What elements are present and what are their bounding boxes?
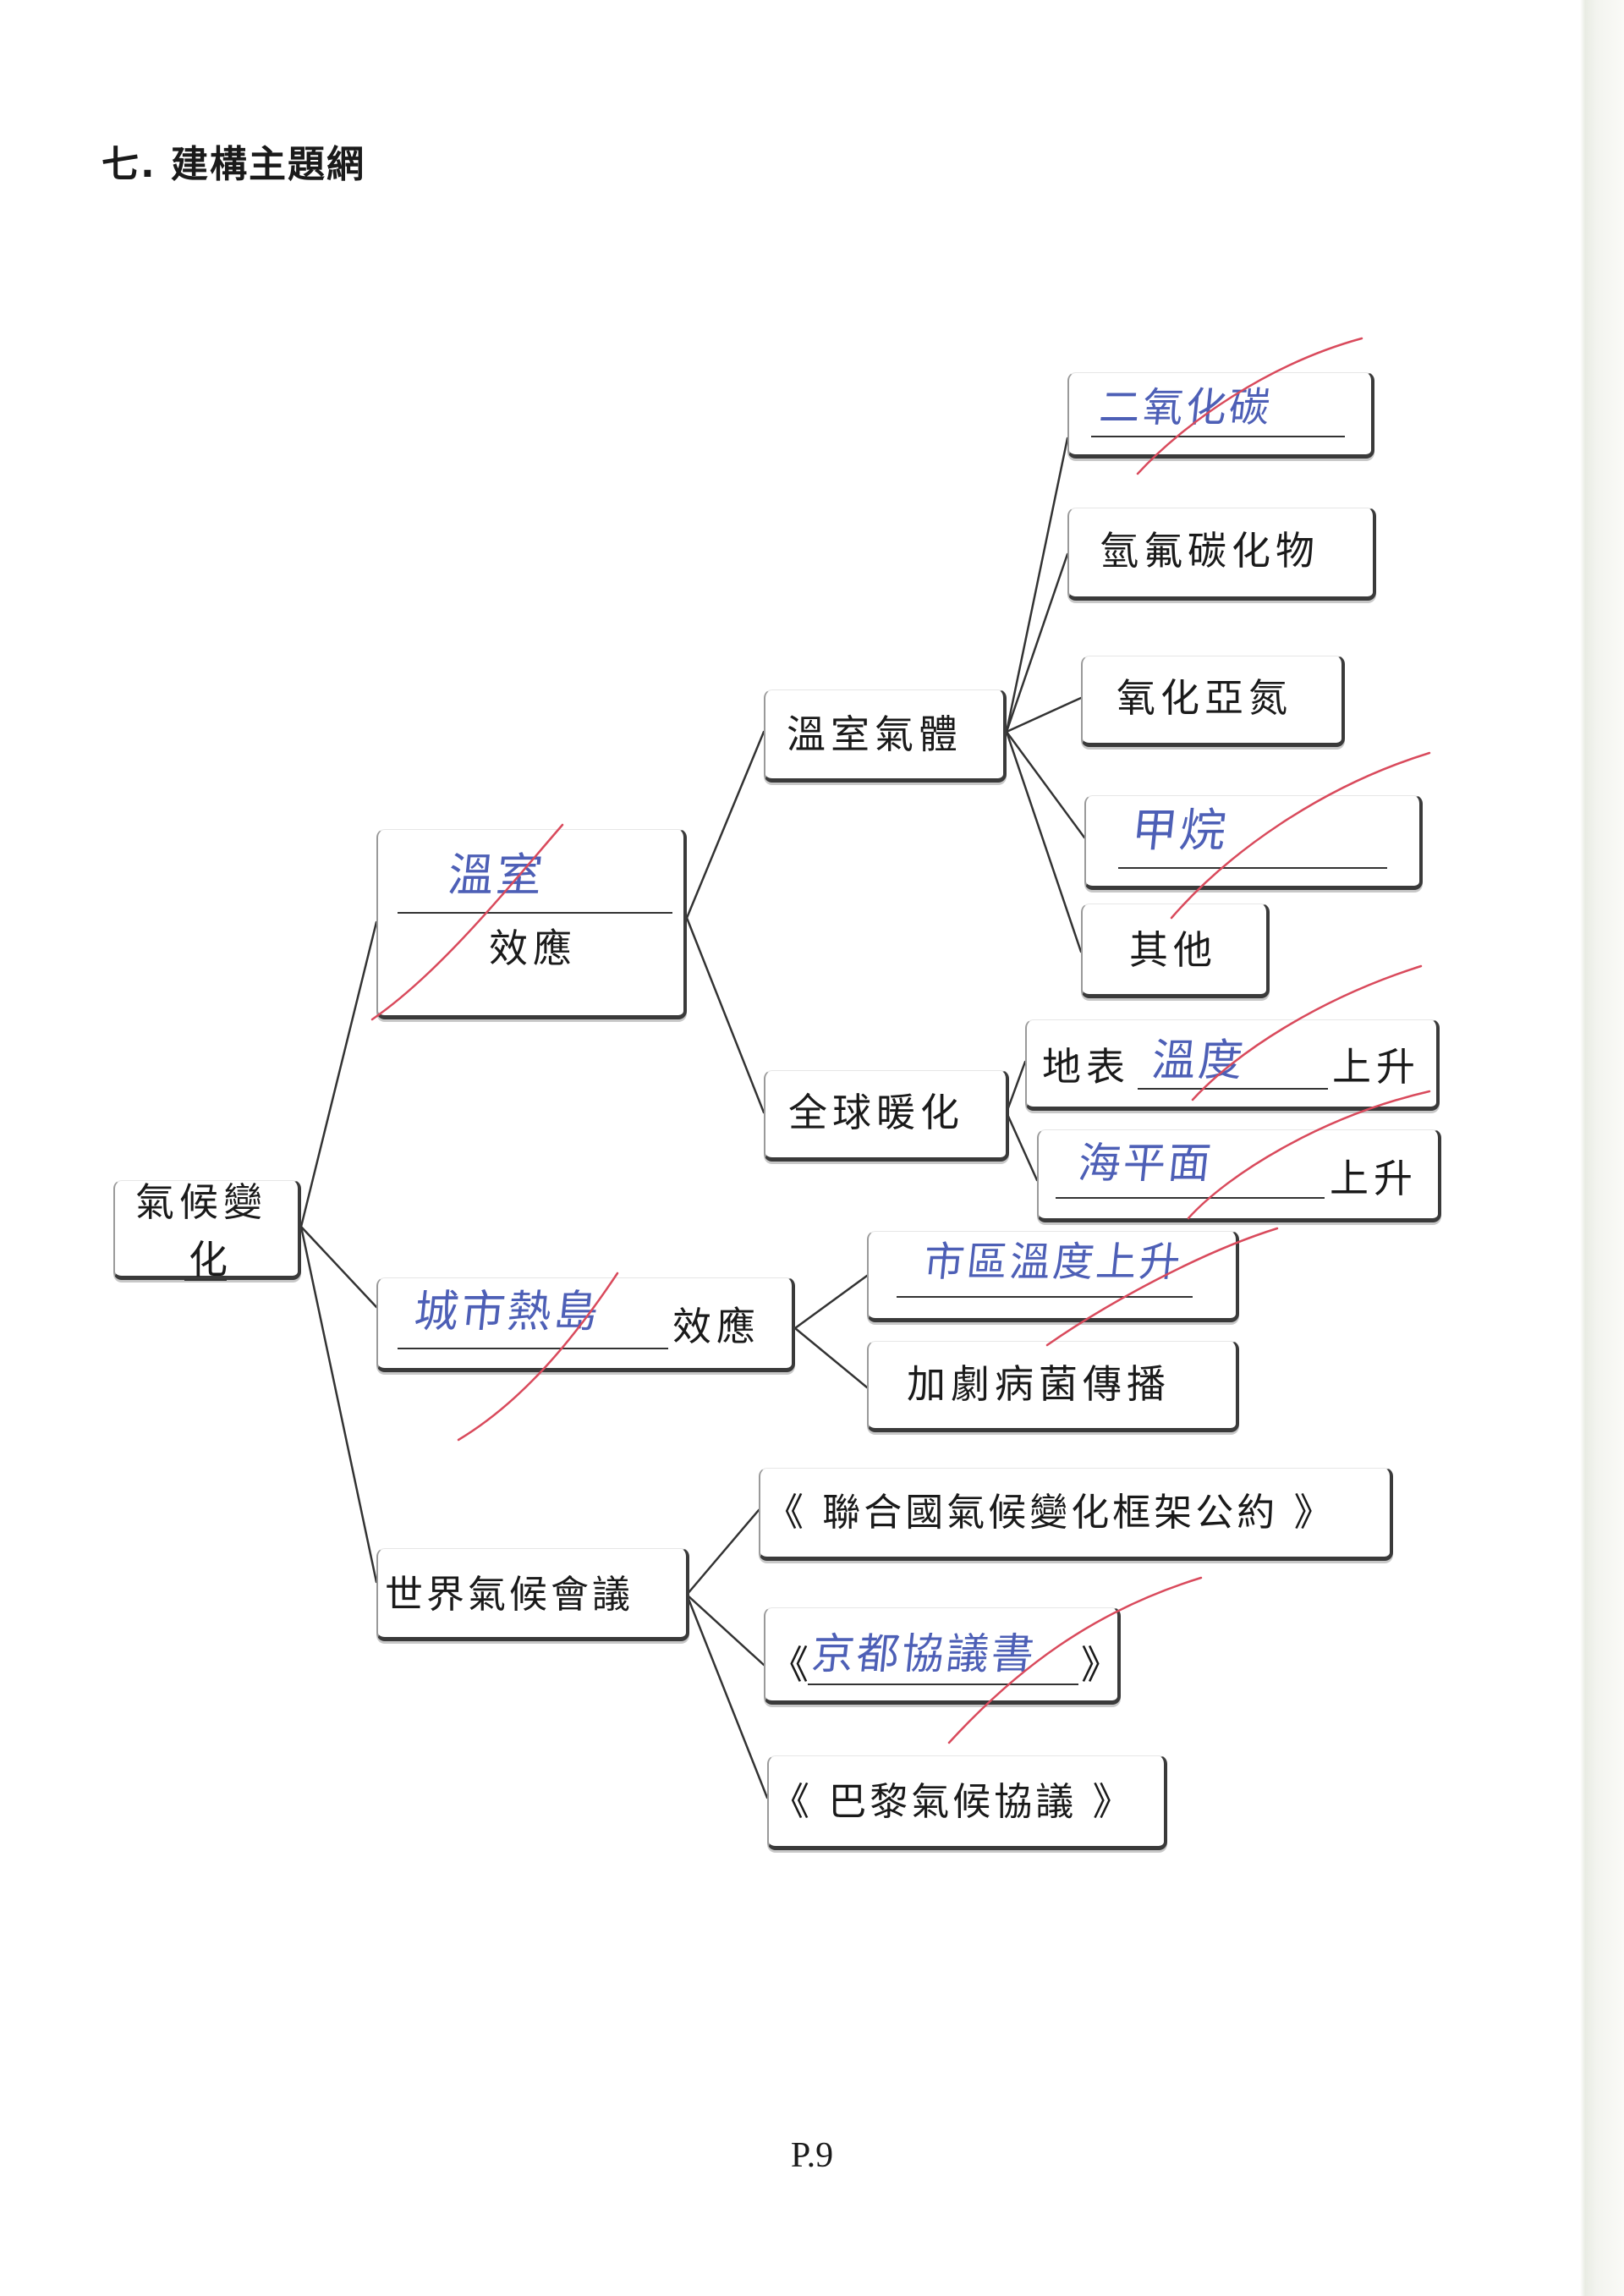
kyoto-close-bracket: 》 [1081, 1642, 1125, 1688]
global-warming-label: 全球暖化 [788, 1090, 964, 1135]
heat-island-underline [398, 1348, 668, 1349]
connector-gases-hfc [1005, 552, 1069, 733]
page-edge-shadow [1580, 0, 1624, 2296]
check-mark-methane [1170, 751, 1431, 920]
node-urban-heat-island [376, 1277, 795, 1372]
connector-conf-unfccc [685, 1508, 760, 1596]
connector-gases-other [1005, 730, 1083, 953]
root-label-underline [184, 1279, 227, 1281]
heat-island-suffix: 效應 [672, 1304, 760, 1349]
node-gas-n2o [1081, 656, 1345, 747]
check-mark-co2 [1136, 337, 1363, 475]
paris-label: 《 巴黎氣候協議 》 [771, 1779, 1134, 1824]
surface-temp-underline [1138, 1088, 1328, 1090]
page-number: P.9 [790, 2136, 834, 2175]
surface-temp-suffix: 上升 [1332, 1044, 1420, 1090]
greenhouse-effect-suffix: 效應 [489, 926, 577, 971]
disease-spread-label: 加劇病菌傳播 [907, 1361, 1171, 1407]
connector-gases-co2 [1005, 437, 1069, 733]
connector-root-greenhouse-effect [299, 920, 378, 1228]
gas-other-label: 其他 [1129, 927, 1217, 973]
connector-gases-n2o [1005, 696, 1083, 733]
kyoto-open-bracket: 《 [770, 1642, 814, 1688]
greenhouse-gases-label: 溫室氣體 [787, 711, 963, 757]
sea-level-underline [1056, 1197, 1325, 1199]
connector-conf-paris [685, 1593, 769, 1799]
node-gas-hfc [1067, 508, 1376, 601]
gas-n2o-label: 氧化亞氮 [1116, 675, 1292, 721]
connector-root-heat-island [299, 1225, 378, 1309]
root-label-line2: 化 [189, 1237, 233, 1283]
root-label-line1: 氣候變 [135, 1179, 267, 1225]
node-paris-agreement [767, 1755, 1167, 1850]
gas-hfc-label: 氫氟碳化物 [1100, 528, 1320, 574]
unfccc-label: 《 聯合國氣候變化框架公約 》 [765, 1490, 1336, 1535]
check-mark-city-temp [1045, 1227, 1279, 1347]
connector-gases-methane [1005, 730, 1086, 839]
surface-temp-prefix: 地表 [1042, 1044, 1130, 1090]
section-title: 七. 建構主題網 [102, 143, 366, 186]
node-global-warming [764, 1070, 1009, 1162]
methane-answer-underline [1118, 867, 1387, 869]
check-mark-greenhouse [370, 823, 564, 1021]
check-mark-sea-level [1187, 1090, 1431, 1220]
city-temp-underline [897, 1296, 1193, 1298]
root-node-climate-change [113, 1180, 301, 1280]
node-disease-spread [867, 1341, 1239, 1432]
node-unfccc [759, 1468, 1393, 1561]
node-gas-co2 [1067, 372, 1374, 459]
check-mark-heat-island [457, 1272, 619, 1442]
check-mark-kyoto [947, 1576, 1203, 1744]
greenhouse-answer-underline [398, 912, 672, 914]
co2-answer-underline [1091, 436, 1345, 437]
node-surface-temperature [1025, 1019, 1440, 1111]
connector-warming-sea [1005, 1111, 1039, 1182]
check-mark-surface-temp [1191, 964, 1423, 1101]
node-world-climate-conferences [376, 1548, 689, 1641]
node-gas-other [1081, 904, 1270, 998]
node-greenhouse-gases [764, 689, 1007, 783]
connector-conf-kyoto [685, 1593, 765, 1667]
connector-island-temp [793, 1274, 869, 1330]
connector-island-disease [793, 1327, 869, 1389]
sea-level-suffix: 上升 [1330, 1156, 1418, 1201]
connector-effect-warming [685, 916, 765, 1114]
node-city-temperature [867, 1231, 1239, 1322]
conferences-label: 世界氣候會議 [385, 1572, 634, 1617]
connector-root-conferences [299, 1225, 378, 1584]
kyoto-underline [808, 1684, 1078, 1685]
node-kyoto-protocol [764, 1607, 1121, 1705]
connector-warming-surface [1005, 1060, 1027, 1114]
connector-effect-gases [685, 730, 765, 920]
